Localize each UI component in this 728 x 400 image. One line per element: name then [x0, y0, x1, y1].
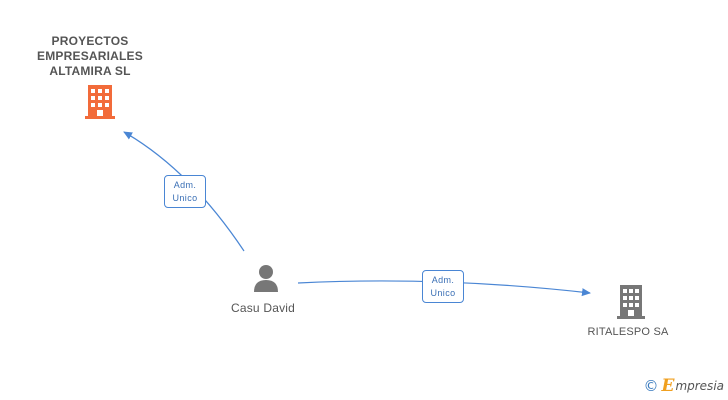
- edge-label-second-company[interactable]: Adm. Unico: [422, 270, 464, 303]
- edge-label-line: Adm.: [431, 275, 455, 285]
- second-company-name[interactable]: RITALESPO SA: [587, 326, 669, 338]
- brand-logo-initial: E: [661, 376, 675, 396]
- brand-logo-text: mpresia: [675, 379, 724, 393]
- person-icon[interactable]: [253, 264, 279, 292]
- edge-label-line: Unico: [172, 193, 198, 203]
- main-company-name-line: PROYECTOS: [51, 34, 129, 48]
- main-company-name[interactable]: PROYECTOS EMPRESARIALES ALTAMIRA SL: [20, 34, 160, 79]
- edge-label-main-company[interactable]: Adm. Unico: [164, 175, 206, 208]
- edge-label-line: Adm.: [173, 180, 197, 190]
- main-company-name-line: EMPRESARIALES: [37, 49, 143, 63]
- building-icon[interactable]: [617, 285, 645, 319]
- brand-footer[interactable]: © E mpresia: [643, 376, 724, 396]
- person-name[interactable]: Casu David: [230, 301, 296, 315]
- copyright-icon: ©: [643, 377, 659, 395]
- main-company-name-line: ALTAMIRA SL: [49, 64, 131, 78]
- building-icon[interactable]: [85, 85, 115, 119]
- edge-label-line: Unico: [430, 288, 456, 298]
